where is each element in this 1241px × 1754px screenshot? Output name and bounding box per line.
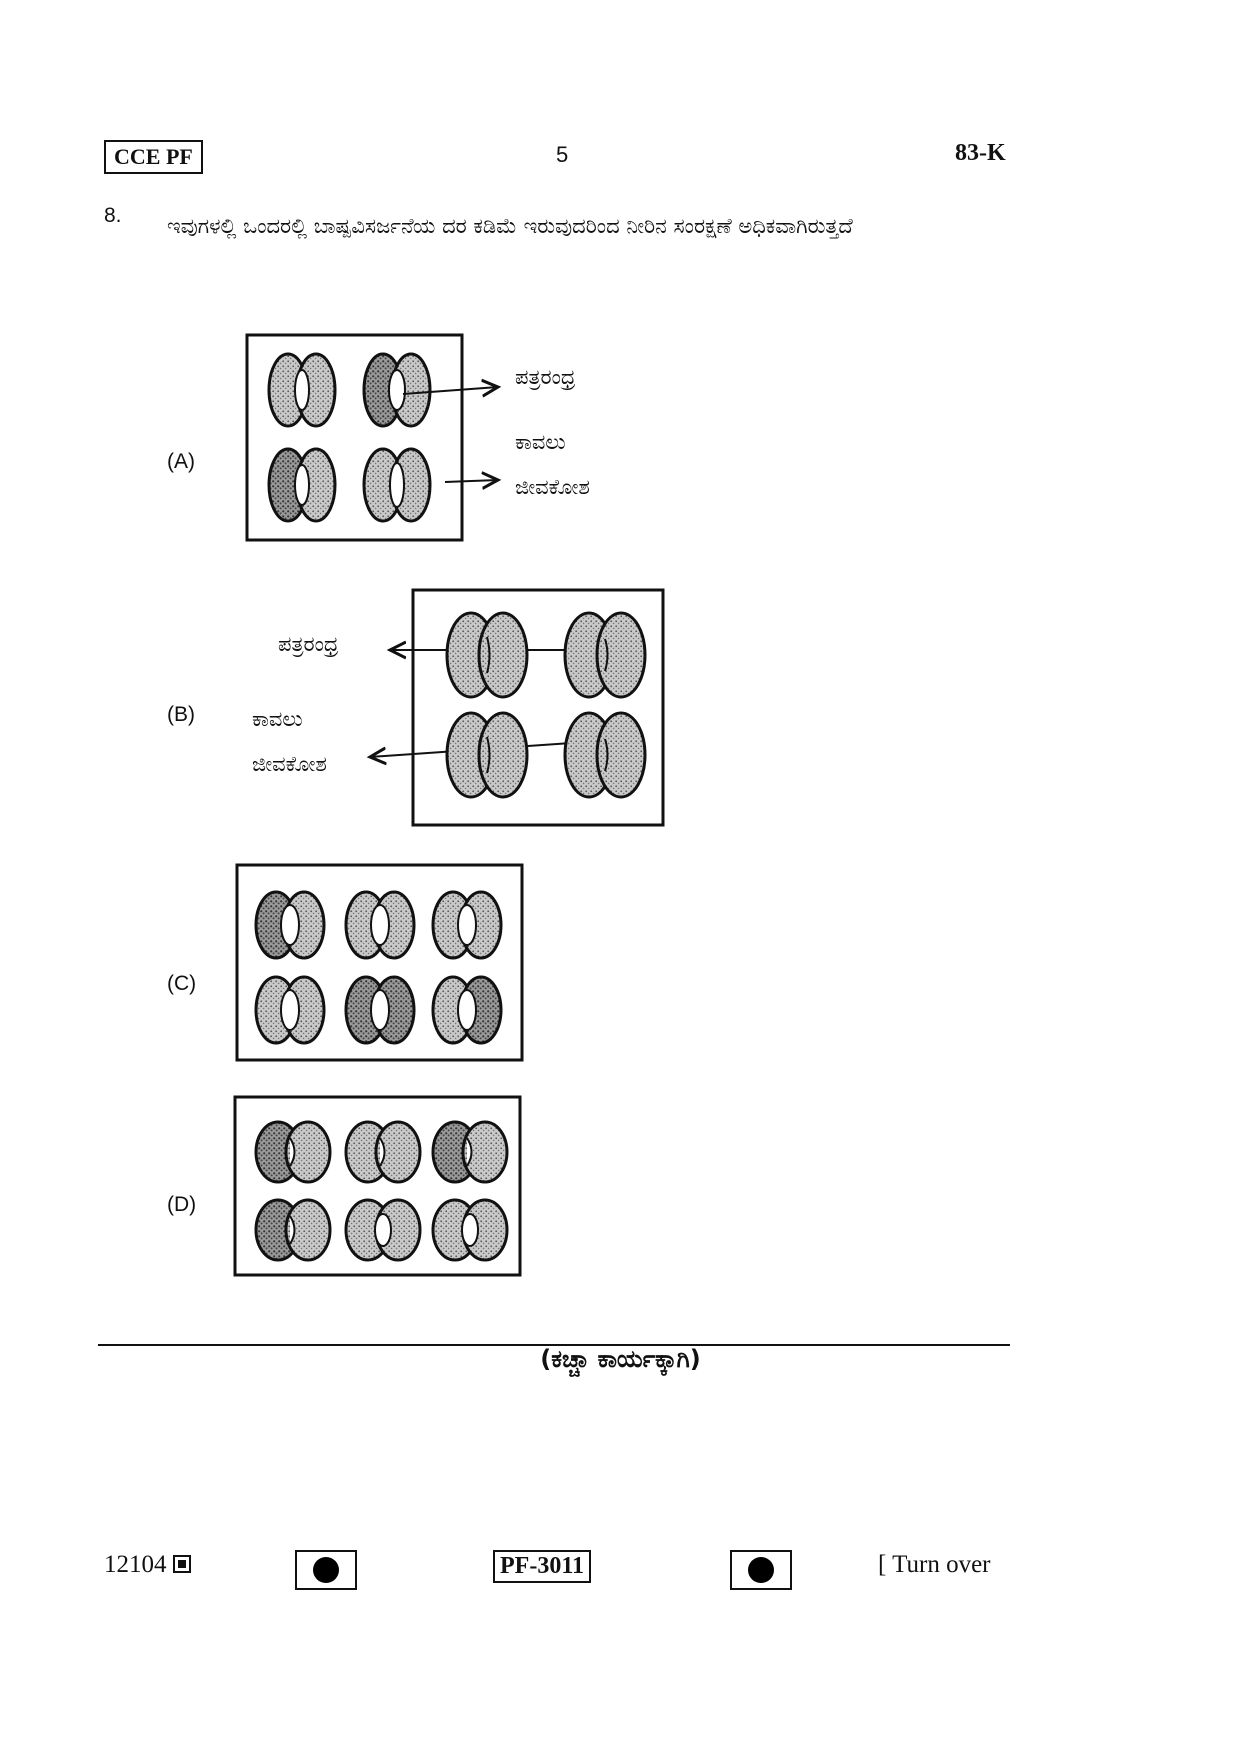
option-a-label: (A) [167, 450, 195, 473]
footer-number-text: 12104 [104, 1551, 167, 1578]
stoma-label: ಪತ್ರರಂಧ್ರ [278, 632, 339, 656]
turn-over-text: [ Turn over [878, 1551, 991, 1578]
guard-cell-label-line2: ಜೀವಕೋಶ [515, 475, 590, 499]
option-c-figure [235, 863, 524, 1062]
option-a-figure [245, 333, 670, 542]
center-code-box: PF-3011 [493, 1550, 591, 1583]
question-text: ಇವುಗಳಲ್ಲಿ ಒಂದರಲ್ಲಿ ಬಾಷ್ಪವಿಸರ್ಜನೆಯ ದರ ಕಡಿ… [167, 214, 853, 238]
pointer-arrow [402, 387, 498, 394]
rough-work-label: (ಕಚ್ಚಾ ಕಾರ್ಯಕ್ಕಾಗಿ) [540, 1345, 701, 1373]
divider-rule [98, 1344, 1010, 1346]
question-number: 8. [104, 204, 122, 227]
pointer-arrow [444, 480, 498, 482]
option-c-label: (C) [167, 972, 197, 995]
page-number: 5 [556, 142, 569, 167]
option-b-label: (B) [167, 703, 195, 726]
registration-mark-icon [730, 1550, 792, 1590]
square-dot-icon [172, 1555, 191, 1573]
stoma-diagrams [267, 352, 432, 523]
stoma-label: ಪತ್ರರಂಧ್ರ [515, 365, 576, 389]
guard-cell-label-line1: ಕಾವಲು [515, 430, 566, 454]
paper-code: 83-K [955, 140, 1006, 166]
series-code-box: CCE PF [104, 140, 203, 174]
footer-number: 12104 [104, 1551, 191, 1579]
guard-cell-label-line2: ಜೀವಕೋಶ [252, 752, 327, 776]
option-b-figure [370, 588, 665, 827]
guard-cell-label-line1: ಕಾವಲು [252, 707, 303, 731]
option-d-figure [233, 1095, 522, 1277]
registration-mark-icon [295, 1550, 357, 1590]
option-d-label: (D) [167, 1193, 197, 1216]
